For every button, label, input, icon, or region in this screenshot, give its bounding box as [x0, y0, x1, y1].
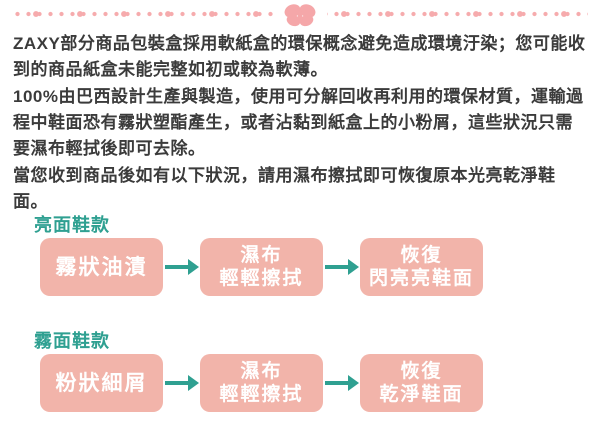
flow-step-result: 恢復 乾淨鞋面 [360, 354, 483, 412]
paragraph-material: 100%由巴西設計生產與製造，使用可分解回收再利用的環保材質，運輸過程中鞋面恐有… [13, 87, 584, 158]
flow-step-result: 恢復 閃亮亮鞋面 [360, 238, 483, 296]
flow-step-action: 濕布 輕輕擦拭 [200, 238, 323, 296]
flow-step-text: 閃亮亮鞋面 [368, 268, 474, 289]
flow-step-text: 恢復 [400, 245, 443, 266]
arrow-right-icon [323, 258, 360, 276]
arrow-right-icon [163, 374, 200, 392]
flow-step-text: 濕布 [240, 245, 283, 266]
arrow-right-icon [163, 258, 200, 276]
instruction-text: ZAXY部分商品包裝盒採用軟紙盒的環保概念避免造成環境汙染；您可能收到的商品紙盒… [13, 31, 589, 216]
paragraph-packaging: ZAXY部分商品包裝盒採用軟紙盒的環保概念避免造成環境汙染；您可能收到的商品紙盒… [13, 34, 586, 79]
flow-step-text: 乾淨鞋面 [379, 384, 464, 405]
arrow-right-icon [323, 374, 360, 392]
flow-step-action: 濕布 輕輕擦拭 [200, 354, 323, 412]
flowchart-matte: 粉狀細屑 濕布 輕輕擦拭 恢復 乾淨鞋面 [40, 354, 483, 412]
flow-step-condition: 霧狀油漬 [40, 238, 163, 296]
section-label-glossy: 亮面鞋款 [34, 215, 110, 235]
flowchart-glossy: 霧狀油漬 濕布 輕輕擦拭 恢復 閃亮亮鞋面 [40, 238, 483, 296]
flow-step-text: 濕布 [240, 361, 283, 382]
flow-step-text: 恢復 [400, 361, 443, 382]
flow-step-text: 霧狀油漬 [55, 255, 148, 279]
paragraph-wipe: 當您收到商品後如有以下狀況，請用濕布擦拭即可恢復原本光亮乾淨鞋面。 [13, 166, 556, 211]
section-label-matte: 霧面鞋款 [34, 331, 110, 351]
flow-step-text: 輕輕擦拭 [219, 384, 304, 405]
flow-step-condition: 粉狀細屑 [40, 354, 163, 412]
flow-step-text: 輕輕擦拭 [219, 268, 304, 289]
flow-step-text: 粉狀細屑 [55, 371, 148, 395]
butterfly-icon [273, 0, 327, 30]
